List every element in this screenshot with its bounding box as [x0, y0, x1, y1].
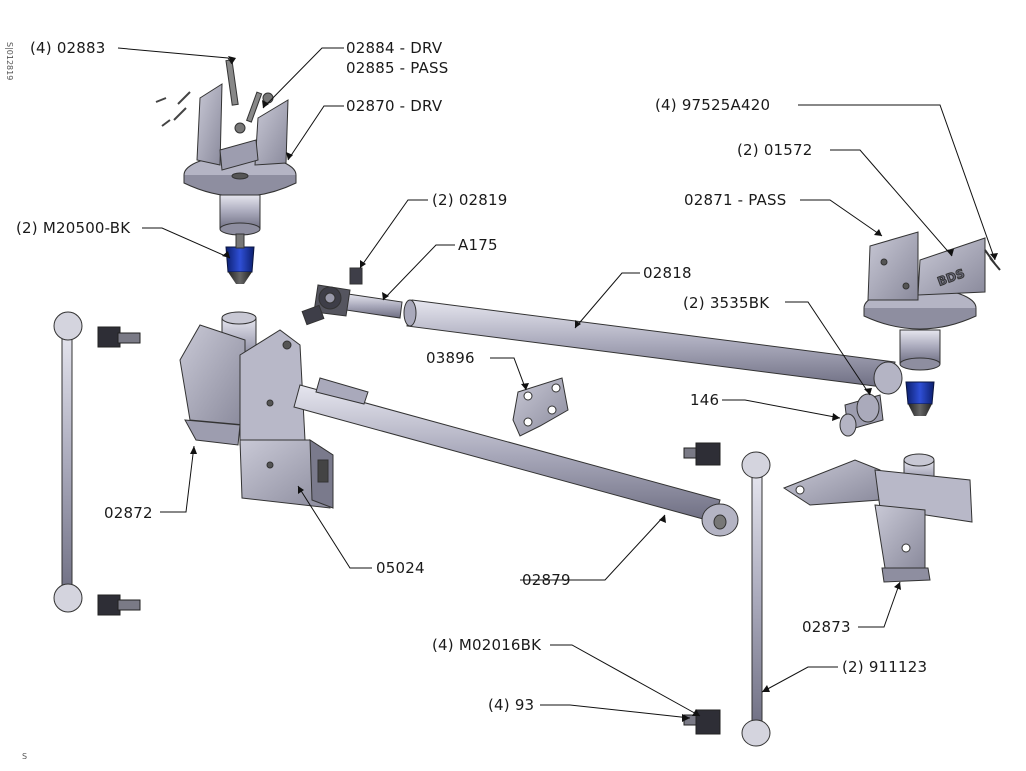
sway-link-left: [53, 311, 83, 613]
plate-03896: [512, 377, 569, 437]
label-m02016bk: (4) M02016BK: [432, 636, 542, 654]
track-bar-02818: [403, 299, 903, 437]
label-03896: 03896: [426, 349, 475, 367]
label-01572: (2) 01572: [737, 141, 813, 159]
upper-mount-drv: [155, 59, 297, 236]
bracket-02873: [782, 453, 973, 583]
label-146: 146: [690, 391, 720, 409]
frame-bracket-05024: [179, 311, 334, 509]
side-code: S|012819: [5, 42, 14, 81]
bump-stop-pass: [905, 381, 935, 416]
label-02879: 02879: [522, 571, 571, 589]
label-02885-pass: 02885 - PASS: [346, 59, 449, 77]
sway-link-right: [741, 451, 771, 747]
bump-stop-drv: [225, 233, 255, 284]
upper-mount-pass: BDS: [863, 231, 1001, 371]
label-a175: A175: [458, 236, 498, 254]
leader-arrowheads: [190, 56, 998, 722]
label-02884-drv: 02884 - DRV: [346, 39, 443, 57]
bushing-right-bottom: [683, 709, 721, 735]
label-02871-pass: 02871 - PASS: [684, 191, 787, 209]
leader-lines: [117, 47, 996, 719]
label-93: (4) 93: [488, 696, 535, 714]
label-m20500-bk: (2) M20500-BK: [16, 219, 131, 237]
label-02883: (4) 02883: [30, 39, 106, 57]
label-911123: (2) 911123: [842, 658, 928, 676]
label-3535bk: (2) 3535BK: [683, 294, 770, 312]
label-02818: 02818: [643, 264, 692, 282]
label-05024: 05024: [376, 559, 425, 577]
label-97525a420: (4) 97525A420: [655, 96, 771, 114]
label-02870-drv: 02870 - DRV: [346, 97, 443, 115]
label-02819: (2) 02819: [432, 191, 508, 209]
bushing-left-top: [97, 326, 141, 348]
bushing-right-top: [683, 442, 721, 466]
page-mark: S: [22, 752, 28, 761]
bushing-left-bottom: [97, 594, 141, 616]
lower-link-02879: [293, 377, 739, 537]
label-02872: 02872: [104, 504, 153, 522]
label-02873: 02873: [802, 618, 851, 636]
rod-end-a175: [301, 267, 403, 326]
